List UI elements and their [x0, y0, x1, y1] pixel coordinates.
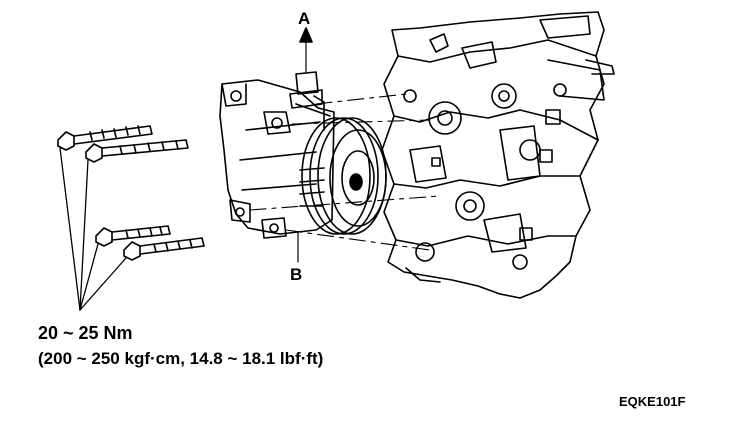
mounting-bolt [57, 125, 153, 151]
mounting-bolt [85, 139, 189, 163]
callout-b: B [290, 265, 302, 284]
callout-a: A [298, 9, 310, 28]
alignment-lines [249, 93, 441, 251]
torque-spec-conversion: (200 ~ 250 kgf·cm, 14.8 ~ 18.1 lbf·ft) [38, 349, 324, 368]
mounting-bolt [123, 237, 205, 261]
torque-leader-lines [59, 147, 127, 311]
pressure-switch [289, 27, 323, 109]
engine-block [381, 11, 615, 299]
figure-code: EQKE101F [619, 394, 686, 409]
torque-spec: 20 ~ 25 Nm [38, 323, 133, 343]
clutch-pulley [297, 117, 387, 263]
mounting-bolt [95, 225, 171, 247]
